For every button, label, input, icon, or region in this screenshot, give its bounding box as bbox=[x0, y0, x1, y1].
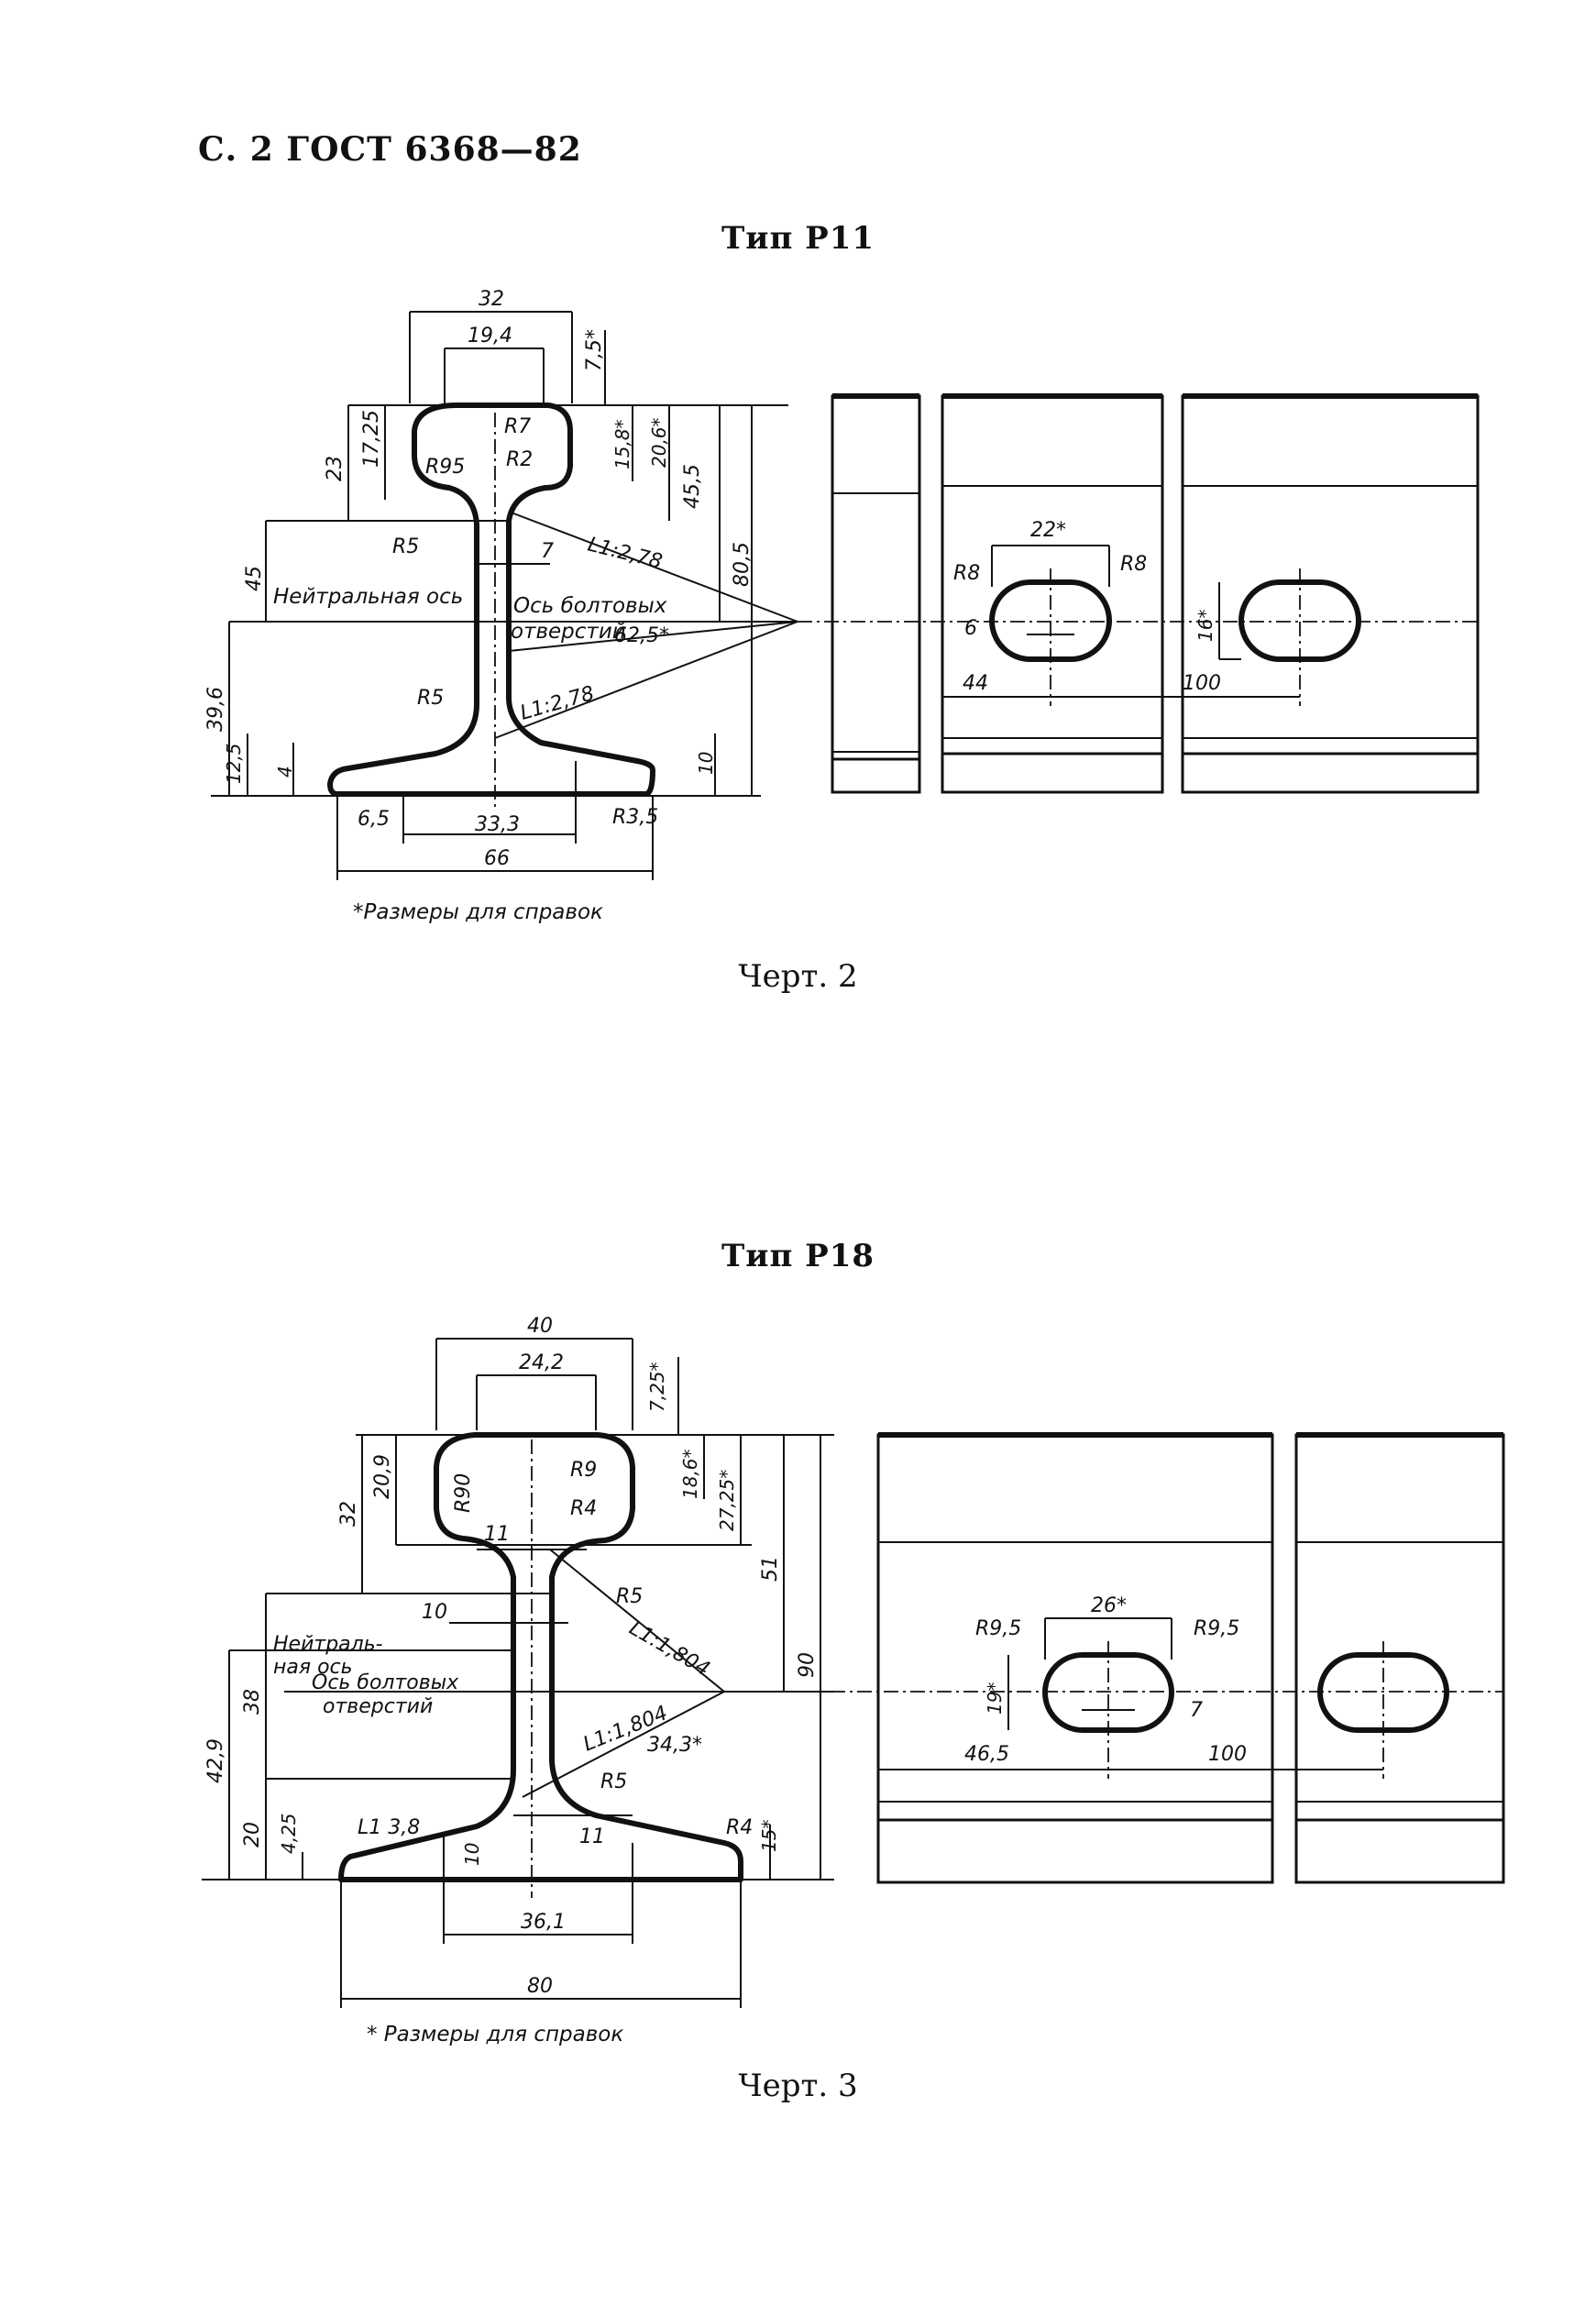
p18-bolt-hole-2 bbox=[1317, 1652, 1449, 1733]
p18-hole-dimensions bbox=[878, 1617, 1384, 1779]
p18-dim-40: 40 bbox=[527, 1315, 553, 1338]
p18-hole-r9-5a: R9,5 bbox=[975, 1617, 1021, 1640]
p18-dim-15: 15* bbox=[758, 1820, 780, 1852]
p11-hole-r8b: R8 bbox=[1120, 553, 1147, 576]
p11-bolt-axis-2: отверстий bbox=[511, 620, 626, 644]
figure-p18-drawing: 40 24,2 7,25* 32 20,9 R90 R9 R4 18,6* 27… bbox=[202, 1315, 1505, 2046]
figure-p11-drawing: 32 19,4 7,5* 23 17,25 R7 R2 R95 15,8* 20… bbox=[204, 288, 1480, 924]
figure-p11-title: Тип Р11 bbox=[721, 220, 875, 257]
p11-hole-width: 22* bbox=[1030, 519, 1066, 542]
p18-hole-r9-5b: R9,5 bbox=[1194, 1617, 1239, 1640]
p11-dim-7-5: 7,5* bbox=[583, 329, 606, 371]
p11-dim-32: 32 bbox=[479, 288, 504, 311]
p18-dim-42-9: 42,9 bbox=[204, 1738, 227, 1783]
p18-note: * Размеры для справок bbox=[367, 2023, 623, 2046]
p18-dim-4-25: 4,25 bbox=[278, 1813, 300, 1854]
p11-dim-15-8: 15,8* bbox=[611, 419, 633, 469]
p18-dim-32: 32 bbox=[337, 1501, 360, 1527]
p11-dist-100: 100 bbox=[1183, 672, 1221, 695]
p11-note: *Размеры для справок bbox=[353, 900, 603, 924]
p18-dim-10-h: 10 bbox=[461, 1843, 483, 1866]
p11-side-view bbox=[798, 393, 1480, 794]
p18-dim-11a: 11 bbox=[484, 1523, 510, 1546]
p11-slope-2: L1:2,78 bbox=[518, 682, 597, 725]
p18-neutral-axis-2: ная ось bbox=[273, 1656, 353, 1679]
p11-dim-66: 66 bbox=[484, 847, 510, 870]
p18-dim-r5b: R5 bbox=[600, 1770, 627, 1793]
p11-dim-r7: R7 bbox=[504, 415, 531, 438]
p11-dim-12-5: 12,5 bbox=[223, 743, 245, 784]
p18-bolt-axis-1: Ось болтовых bbox=[312, 1671, 459, 1694]
p11-dim-45: 45 bbox=[243, 566, 266, 591]
p11-dim-19-4: 19,4 bbox=[468, 325, 512, 347]
p18-hole-7: 7 bbox=[1190, 1699, 1203, 1722]
p11-dim-62-5: 62,5* bbox=[614, 624, 669, 647]
p11-bolt-hole-1 bbox=[989, 579, 1112, 662]
p18-neutral-axis-1: Нейтраль- bbox=[273, 1633, 383, 1656]
p18-dim-36-1: 36,1 bbox=[521, 1911, 566, 1934]
page-header: С. 2 ГОСТ 6368—82 bbox=[198, 130, 582, 169]
p11-dist-44: 44 bbox=[963, 672, 988, 695]
p11-slope-1: L1:2,78 bbox=[586, 534, 665, 574]
p18-hole-width: 26* bbox=[1091, 1594, 1127, 1617]
p11-dim-r5a: R5 bbox=[392, 535, 419, 558]
p11-dim-20-6: 20,6* bbox=[648, 417, 670, 468]
p18-dim-r90: R90 bbox=[452, 1473, 475, 1513]
p11-neutral-axis: Нейтральная ось bbox=[273, 585, 463, 609]
p11-hole-r8a: R8 bbox=[953, 562, 980, 585]
p18-dim-34-3: 34,3* bbox=[647, 1734, 702, 1757]
p18-dim-27-25: 27,25* bbox=[716, 1470, 738, 1531]
p11-dim-33-3: 33,3 bbox=[475, 813, 520, 836]
p11-dim-r2: R2 bbox=[506, 448, 533, 471]
p18-dim-11b: 11 bbox=[579, 1825, 605, 1848]
p18-dim-r5a: R5 bbox=[616, 1585, 643, 1608]
p11-dim-80-5: 80,5 bbox=[731, 542, 754, 587]
p11-dim-23: 23 bbox=[324, 456, 347, 481]
p11-hole-16: 16* bbox=[1194, 610, 1216, 642]
p11-rail-profile bbox=[327, 403, 655, 797]
p11-bolt-axis-1: Ось болтовых bbox=[513, 594, 667, 618]
p18-dim-r4b: R4 bbox=[726, 1816, 753, 1839]
p18-slope-3: L1 3,8 bbox=[358, 1816, 420, 1839]
p18-dim-80: 80 bbox=[527, 1975, 553, 1998]
p18-dim-24-2: 24,2 bbox=[519, 1351, 564, 1374]
p18-dim-38: 38 bbox=[241, 1689, 264, 1715]
p18-dist-46-5: 46,5 bbox=[964, 1743, 1009, 1766]
figure-p18-caption: Черт. 3 bbox=[738, 2068, 858, 2104]
p11-hole-6: 6 bbox=[964, 617, 977, 640]
p11-dim-10: 10 bbox=[695, 752, 717, 775]
p18-slope-1: L1:1,804 bbox=[625, 1617, 713, 1682]
p18-dim-18-6: 18,6* bbox=[679, 1449, 701, 1499]
p18-dim-51: 51 bbox=[759, 1556, 782, 1582]
p11-dim-39-6: 39,6 bbox=[204, 687, 227, 732]
p18-hole-19: 19* bbox=[984, 1682, 1006, 1715]
p11-dim-r95: R95 bbox=[425, 456, 465, 479]
p11-dimension-lines bbox=[211, 311, 798, 880]
p11-bolt-hole-2 bbox=[1238, 579, 1361, 662]
p18-dim-7-25: 7,25* bbox=[646, 1362, 668, 1412]
p18-dist-100: 100 bbox=[1208, 1743, 1247, 1766]
p11-dim-r5b: R5 bbox=[417, 687, 444, 710]
p18-dim-20-9: 20,9 bbox=[371, 1454, 394, 1499]
figure-p11-caption: Черт. 2 bbox=[738, 958, 858, 995]
p18-dim-r4a: R4 bbox=[570, 1497, 597, 1520]
p18-bolt-axis-2: отверстий bbox=[323, 1695, 433, 1718]
p11-dim-r3-5: R3,5 bbox=[612, 806, 658, 829]
p18-dim-10: 10 bbox=[422, 1601, 447, 1624]
p18-side-view bbox=[724, 1432, 1505, 1884]
p18-rail-profile bbox=[338, 1432, 743, 1882]
p11-dim-4: 4 bbox=[274, 766, 296, 778]
figure-p18-title: Тип Р18 bbox=[721, 1238, 875, 1274]
p18-dim-r9: R9 bbox=[570, 1459, 597, 1482]
p11-dim-6-5: 6,5 bbox=[358, 808, 390, 831]
p18-dimension-lines bbox=[202, 1338, 834, 2008]
p18-dim-20: 20 bbox=[241, 1822, 264, 1847]
p11-dim-7: 7 bbox=[541, 540, 554, 563]
p11-dim-45-5: 45,5 bbox=[681, 464, 704, 509]
p11-hole-dimensions bbox=[942, 545, 1301, 706]
p18-dim-90: 90 bbox=[796, 1652, 819, 1678]
p18-bolt-hole-1 bbox=[1042, 1652, 1174, 1733]
p11-dim-17-25: 17,25 bbox=[360, 410, 383, 468]
